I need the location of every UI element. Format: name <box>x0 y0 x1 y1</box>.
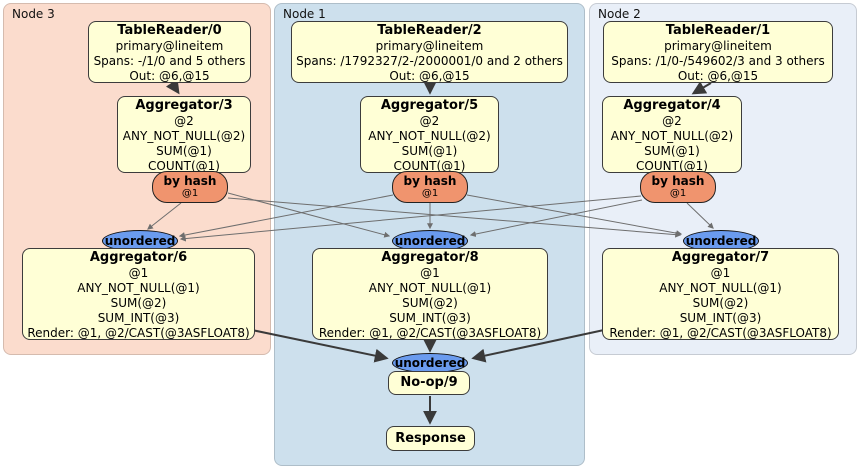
edge-r5-s7 <box>466 194 683 237</box>
node3-label: Node 3 <box>12 7 55 21</box>
edge-r3-s6 <box>147 202 182 230</box>
sync-label: unordered <box>394 234 466 248</box>
processor-title: Aggregator/5 <box>380 98 479 113</box>
processor-line: SUM(@1) <box>156 144 212 158</box>
edge-r4-s6 <box>179 195 642 242</box>
processor-title: TableReader/0 <box>117 23 222 38</box>
hash-router-4: by hash @1 <box>640 171 716 203</box>
processor-title: TableReader/1 <box>665 23 771 38</box>
processor-title: Aggregator/4 <box>623 98 721 113</box>
processor-title: Aggregator/8 <box>381 250 479 265</box>
processor-render-line: Render: @1, @2/CAST(@3ASFLOAT8) <box>609 326 832 340</box>
processor-title: No-op/9 <box>400 375 458 390</box>
processor-out-line: Out: @6,@15 <box>389 69 470 83</box>
edge-r3-s7 <box>227 197 682 238</box>
unordered-sync-center: unordered <box>392 230 468 252</box>
processor-title: Aggregator/3 <box>135 98 233 113</box>
processor-line: ANY_NOT_NULL(@2) <box>368 129 491 143</box>
processor-line: SUM(@1) <box>401 144 458 158</box>
tablereader-2-box: TableReader/2 primary@lineitem Spans: /1… <box>291 21 568 83</box>
processor-line: COUNT(@1) <box>636 159 708 173</box>
processor-line: SUM(@2) <box>402 296 458 310</box>
unordered-sync-right: unordered <box>683 230 759 252</box>
processor-line: @1 <box>420 266 440 280</box>
router-label: by hash <box>651 174 705 188</box>
node2-label: Node 2 <box>598 7 641 21</box>
processor-line: ANY_NOT_NULL(@1) <box>77 281 200 295</box>
router-key: @1 <box>181 188 199 199</box>
processor-title: TableReader/2 <box>377 23 482 38</box>
aggregator-5-box: Aggregator/5 @2 ANY_NOT_NULL(@2) SUM(@1)… <box>360 96 499 173</box>
processor-line: SUM(@1) <box>644 144 700 158</box>
processor-line: SUM_INT(@3) <box>679 311 762 325</box>
processor-line: SUM(@2) <box>110 296 167 310</box>
processor-line: ANY_NOT_NULL(@1) <box>659 281 782 295</box>
edge-agg6-final <box>251 329 389 363</box>
processor-line: ANY_NOT_NULL(@2) <box>122 129 246 143</box>
processor-line: @1 <box>710 266 731 280</box>
processor-line: @2 <box>419 114 440 128</box>
hash-router-3: by hash @1 <box>152 171 228 203</box>
processor-line: SUM_INT(@3) <box>97 311 180 325</box>
edge-tr1-agg4 <box>691 81 712 95</box>
processor-render-line: Render: @1, @2/CAST(@3ASFLOAT8) <box>318 326 542 340</box>
processor-line: COUNT(@1) <box>393 159 466 173</box>
processor-line: @2 <box>662 114 682 128</box>
tablereader-1-box: TableReader/1 primary@lineitem Spans: /1… <box>603 21 833 83</box>
final-unordered-sync: unordered <box>392 353 468 373</box>
edge-r3-s8 <box>227 192 391 238</box>
aggregator-3-box: Aggregator/3 @2 ANY_NOT_NULL(@2) SUM(@1)… <box>117 96 251 173</box>
router-label: by hash <box>403 174 457 188</box>
processor-out-line: Out: @6,@15 <box>677 69 759 83</box>
processor-index-line: primary@lineitem <box>375 39 484 53</box>
noop-box: No-op/9 <box>388 371 470 395</box>
processor-title: Response <box>395 430 466 446</box>
aggregator-8-box: Aggregator/8 @1 ANY_NOT_NULL(@1) SUM(@2)… <box>312 248 548 340</box>
processor-spans-line: Spans: /1/0-/549602/3 and 3 others <box>611 54 825 68</box>
processor-line: SUM(@2) <box>692 296 749 310</box>
edge-agg7-final <box>471 329 605 363</box>
processor-title: Aggregator/6 <box>89 250 188 265</box>
response-box: Response <box>386 426 475 451</box>
processor-spans-line: Spans: /1792327/2-/2000001/0 and 2 other… <box>296 54 563 68</box>
sync-label: unordered <box>685 234 757 248</box>
edge-r5-s6 <box>178 194 394 239</box>
router-key: @1 <box>421 188 439 199</box>
processor-title: Aggregator/7 <box>671 250 770 265</box>
edge-r4-s8 <box>469 199 643 237</box>
sync-label: unordered <box>104 234 176 248</box>
processor-line: SUM_INT(@3) <box>389 311 471 325</box>
tablereader-0-box: TableReader/0 primary@lineitem Spans: -/… <box>88 21 251 83</box>
hash-router-5: by hash @1 <box>392 171 468 203</box>
edge-tr0-agg3 <box>165 78 180 95</box>
processor-spans-line: Spans: -/1/0 and 5 others <box>93 54 246 68</box>
aggregator-7-box: Aggregator/7 @1 ANY_NOT_NULL(@1) SUM(@2)… <box>602 248 839 340</box>
router-key: @1 <box>669 188 687 199</box>
processor-line: @1 <box>128 266 149 280</box>
node1-label: Node 1 <box>283 7 326 21</box>
sync-label: unordered <box>394 356 466 370</box>
router-label: by hash <box>163 174 217 188</box>
processor-render-line: Render: @1, @2/CAST(@3ASFLOAT8) <box>27 326 250 340</box>
aggregator-4-box: Aggregator/4 @2 ANY_NOT_NULL(@2) SUM(@1)… <box>602 96 742 173</box>
unordered-sync-left: unordered <box>102 230 178 252</box>
processor-index-line: primary@lineitem <box>664 39 772 53</box>
processor-line: @2 <box>174 114 194 128</box>
processor-index-line: primary@lineitem <box>115 39 224 53</box>
processor-out-line: Out: @6,@15 <box>129 69 210 83</box>
edge-r4-s7 <box>686 202 714 229</box>
processor-line: ANY_NOT_NULL(@1) <box>368 281 492 295</box>
processor-line: ANY_NOT_NULL(@2) <box>610 129 734 143</box>
aggregator-6-box: Aggregator/6 @1 ANY_NOT_NULL(@1) SUM(@2)… <box>22 248 255 340</box>
processor-line: COUNT(@1) <box>148 159 220 173</box>
